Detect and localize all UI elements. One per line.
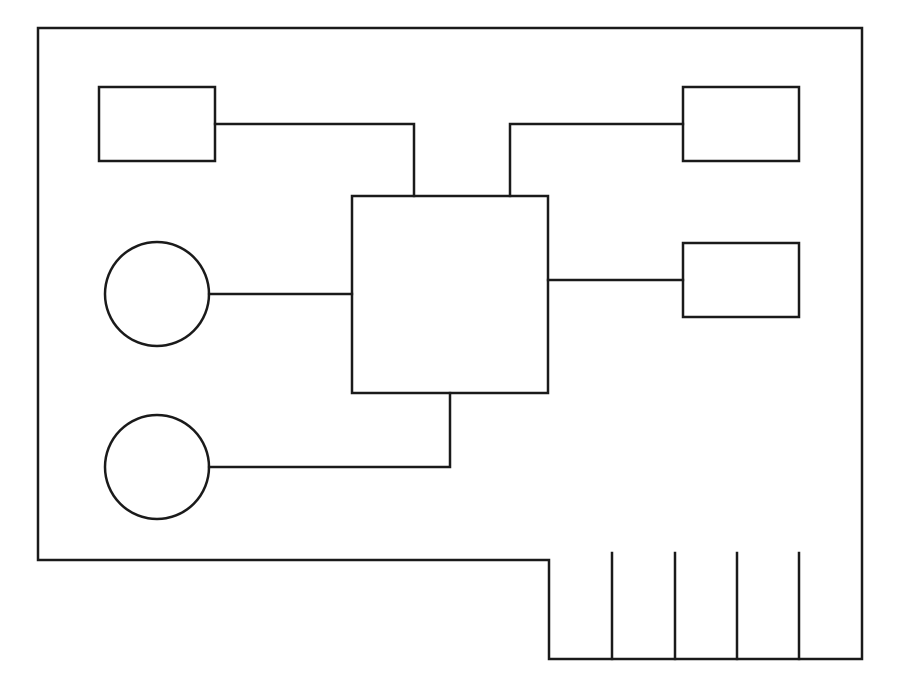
module-right bbox=[681, 241, 801, 319]
central-chip bbox=[350, 194, 550, 395]
trace-top-left-to-chip bbox=[213, 122, 416, 198]
trace-top-right-to-chip bbox=[508, 122, 685, 198]
round-part-lower bbox=[103, 413, 211, 521]
module-top-right bbox=[681, 85, 801, 163]
module-top-left bbox=[97, 85, 217, 163]
board-outline bbox=[36, 26, 864, 661]
round-part-upper bbox=[103, 240, 211, 348]
trace-lower-circle-to-chip bbox=[207, 391, 452, 469]
edge-connector bbox=[610, 551, 801, 661]
